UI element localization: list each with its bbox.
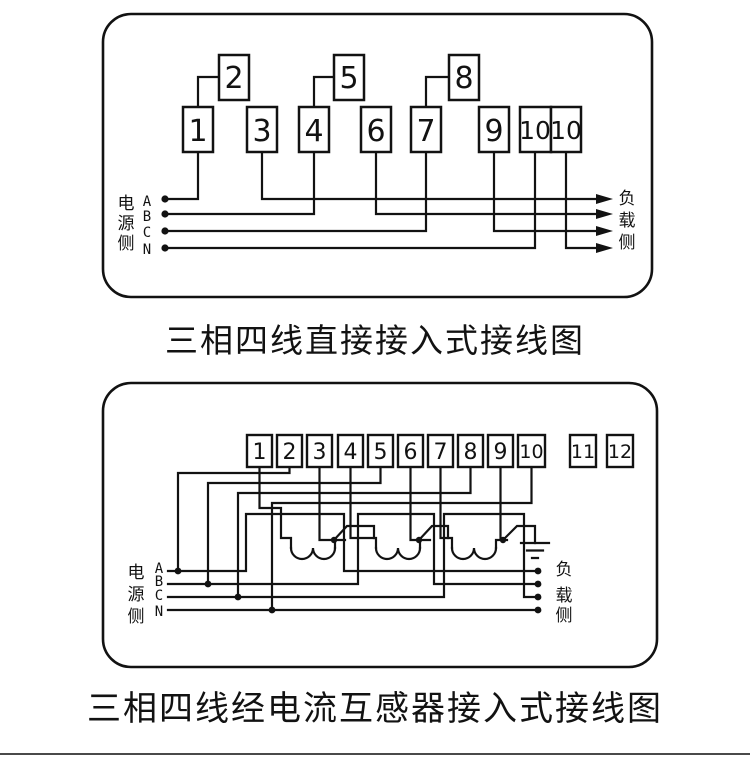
terminal-box xyxy=(486,433,515,469)
diagram2-voltage-rails xyxy=(176,465,533,612)
terminal-box xyxy=(549,105,583,154)
diagram1-frame xyxy=(101,12,654,299)
bottom-divider xyxy=(0,753,750,755)
diagram1-caption: 三相四线直接接入式接线图 xyxy=(165,321,585,360)
diagram1-terminal-boxes xyxy=(181,53,583,154)
diagram-direct-connection: 2 5 8 1 3 4 6 7 9 10 10 电 源 侧 A B C N 负 … xyxy=(101,12,654,299)
phase-label: A xyxy=(143,194,152,210)
power-side-label-char: 侧 xyxy=(118,234,135,254)
diagram2-junction-dots xyxy=(174,536,542,614)
terminal-box xyxy=(336,433,365,469)
terminal-label: 4 xyxy=(304,114,323,149)
terminal-label: 7 xyxy=(416,114,435,149)
terminal-label: 7 xyxy=(434,440,448,465)
diagram1-phase-b-wires xyxy=(163,150,599,216)
terminal-box xyxy=(332,53,366,102)
terminal-label: 9 xyxy=(484,114,503,149)
terminal-label: 5 xyxy=(339,61,358,96)
phase-label: A xyxy=(155,561,164,577)
terminal-box xyxy=(181,105,215,154)
diagram1-phase-c-wires xyxy=(163,150,599,233)
ct-coil xyxy=(450,546,498,561)
terminal-label: 11 xyxy=(571,441,595,463)
diagram2-link-straps xyxy=(332,524,537,545)
load-side-label-char: 载 xyxy=(556,586,573,606)
load-side-label-char: 负 xyxy=(556,560,573,580)
diagram2-side-labels: 电 源 侧 A B C N 负 载 侧 xyxy=(128,560,573,627)
terminal-label: 6 xyxy=(366,114,385,149)
terminal-box xyxy=(366,433,395,469)
terminal-label: 5 xyxy=(374,440,388,465)
terminal-label: 1 xyxy=(253,440,267,465)
diagram1-neutral-wires xyxy=(163,150,599,250)
power-side-label-char: 源 xyxy=(118,214,135,234)
diagram2-terminal-boxes xyxy=(245,433,635,469)
ground-symbol xyxy=(519,541,551,560)
diagram2-phase-b-line xyxy=(166,512,540,586)
terminal-label: 3 xyxy=(252,114,271,149)
diagram2-phase-c-line xyxy=(166,512,540,599)
phase-label: C xyxy=(143,225,151,241)
diagram2-phase-a-line xyxy=(166,512,540,573)
phase-label: C xyxy=(155,588,163,604)
terminal-label: 10 xyxy=(519,441,543,463)
phase-label: B xyxy=(143,209,151,225)
terminal-label: 8 xyxy=(454,61,473,96)
terminal-label: 4 xyxy=(344,440,358,465)
load-side-label-char: 侧 xyxy=(556,606,573,626)
terminal-label: 2 xyxy=(224,61,243,96)
terminal-label: 6 xyxy=(404,440,418,465)
diagram2-ct-secondary-leads-out xyxy=(318,465,509,550)
diagram2-ct-secondary-leads-in xyxy=(258,465,454,550)
terminal-box xyxy=(305,433,334,469)
power-side-label-char: 源 xyxy=(128,585,145,605)
diagram2-caption: 三相四线经电流互感器接入式接线图 xyxy=(87,689,663,729)
phase-label: N xyxy=(143,242,151,258)
terminal-label: 10 xyxy=(519,116,551,145)
phase-label: N xyxy=(155,604,163,620)
terminal-label: 1 xyxy=(188,114,207,149)
diagram-ct-connection: 1 2 3 4 5 6 7 8 9 10 11 12 电 源 侧 A B C N… xyxy=(101,381,659,669)
terminal-box xyxy=(477,105,511,154)
diagram1-side-labels: 电 源 侧 A B C N 负 载 侧 xyxy=(118,189,636,258)
terminal-label: 9 xyxy=(494,440,508,465)
ct-coil xyxy=(289,546,337,561)
phase-label: B xyxy=(155,574,163,590)
terminal-box xyxy=(426,433,455,469)
ct-coil xyxy=(374,546,422,561)
terminal-box xyxy=(359,105,393,154)
diagram1-load-arrows xyxy=(596,194,613,253)
terminal-label: 8 xyxy=(464,440,478,465)
terminal-box xyxy=(245,105,279,154)
terminal-box xyxy=(409,105,443,154)
power-side-label-char: 电 xyxy=(118,194,135,214)
diagram2-terminal-numbers: 1 2 3 4 5 6 7 8 9 10 11 12 xyxy=(253,440,633,465)
terminal-box xyxy=(516,433,547,469)
terminal-box xyxy=(396,433,425,469)
terminal-label: 2 xyxy=(283,440,297,465)
load-side-label-char: 负 xyxy=(619,189,636,209)
terminal-box xyxy=(605,433,635,469)
diagram1-phase-a-wires xyxy=(163,150,599,201)
diagram2-frame xyxy=(101,381,659,669)
terminal-box xyxy=(217,53,251,102)
terminal-box xyxy=(456,433,485,469)
terminal-box xyxy=(447,53,481,102)
power-side-label-char: 电 xyxy=(128,563,145,583)
power-side-label-char: 侧 xyxy=(128,607,145,627)
terminal-box xyxy=(245,433,274,469)
terminal-box xyxy=(297,105,331,154)
diagram1-terminal-numbers: 2 5 8 1 3 4 6 7 9 10 10 xyxy=(188,61,581,149)
diagram1-voltage-hooks xyxy=(196,75,451,109)
terminal-label: 10 xyxy=(550,116,582,145)
terminal-box xyxy=(275,433,304,469)
terminal-label: 12 xyxy=(608,441,632,463)
terminal-label: 3 xyxy=(313,440,327,465)
diagram1-source-dots xyxy=(161,195,169,252)
terminal-box xyxy=(568,433,598,469)
load-side-label-char: 侧 xyxy=(619,233,636,253)
load-side-label-char: 载 xyxy=(619,211,636,231)
